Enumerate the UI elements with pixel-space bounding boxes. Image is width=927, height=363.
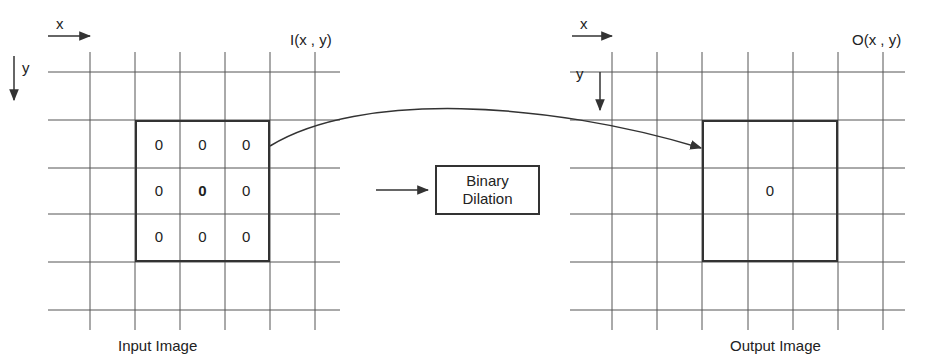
pixel-value: 0	[181, 229, 225, 244]
pixel-value: 0	[181, 137, 225, 152]
grid-line	[748, 52, 749, 330]
grid-line	[48, 168, 340, 169]
pixel-value: 0	[224, 137, 268, 152]
curved-arrow	[270, 109, 701, 148]
input-arrow	[376, 189, 428, 191]
pixel-value: 0	[181, 183, 225, 198]
axis-label: y	[576, 66, 584, 81]
axis-label: I(x , y)	[290, 32, 332, 47]
grid-line	[570, 168, 905, 169]
pixel-value: 0	[224, 183, 268, 198]
image-caption: Input Image	[118, 338, 197, 353]
process-label: Binary Dilation	[448, 172, 528, 208]
pixel-value: 0	[224, 229, 268, 244]
grid-line	[225, 52, 226, 330]
pixel-window: 000000000	[135, 120, 270, 262]
y-axis-arrow	[13, 56, 15, 100]
x-axis-arrow	[48, 35, 90, 37]
x-axis-arrow	[572, 35, 612, 37]
axis-label: y	[22, 60, 30, 75]
grid-line	[612, 52, 613, 330]
pixel-value: 0	[137, 183, 181, 198]
grid-line	[570, 214, 905, 215]
axis-label: x	[56, 16, 64, 31]
grid-line	[883, 52, 884, 330]
grid-line	[657, 52, 658, 330]
grid-line	[90, 52, 91, 330]
grid-line	[793, 52, 794, 330]
pixel-value: 0	[137, 229, 181, 244]
pixel-value: 0	[704, 183, 836, 198]
grid-line	[180, 52, 181, 330]
grid-line	[48, 72, 340, 73]
grid-line	[570, 310, 905, 311]
grid-line	[315, 52, 316, 330]
pixel-window: 0	[702, 120, 838, 262]
process-box: Binary Dilation	[435, 165, 540, 215]
grid-line	[48, 214, 340, 215]
image-caption: Output Image	[730, 338, 821, 353]
axis-label: O(x , y)	[852, 32, 901, 47]
axis-label: x	[580, 16, 588, 31]
grid-line	[48, 310, 340, 311]
grid-line	[570, 72, 905, 73]
y-axis-arrow	[599, 72, 601, 110]
pixel-value: 0	[137, 137, 181, 152]
